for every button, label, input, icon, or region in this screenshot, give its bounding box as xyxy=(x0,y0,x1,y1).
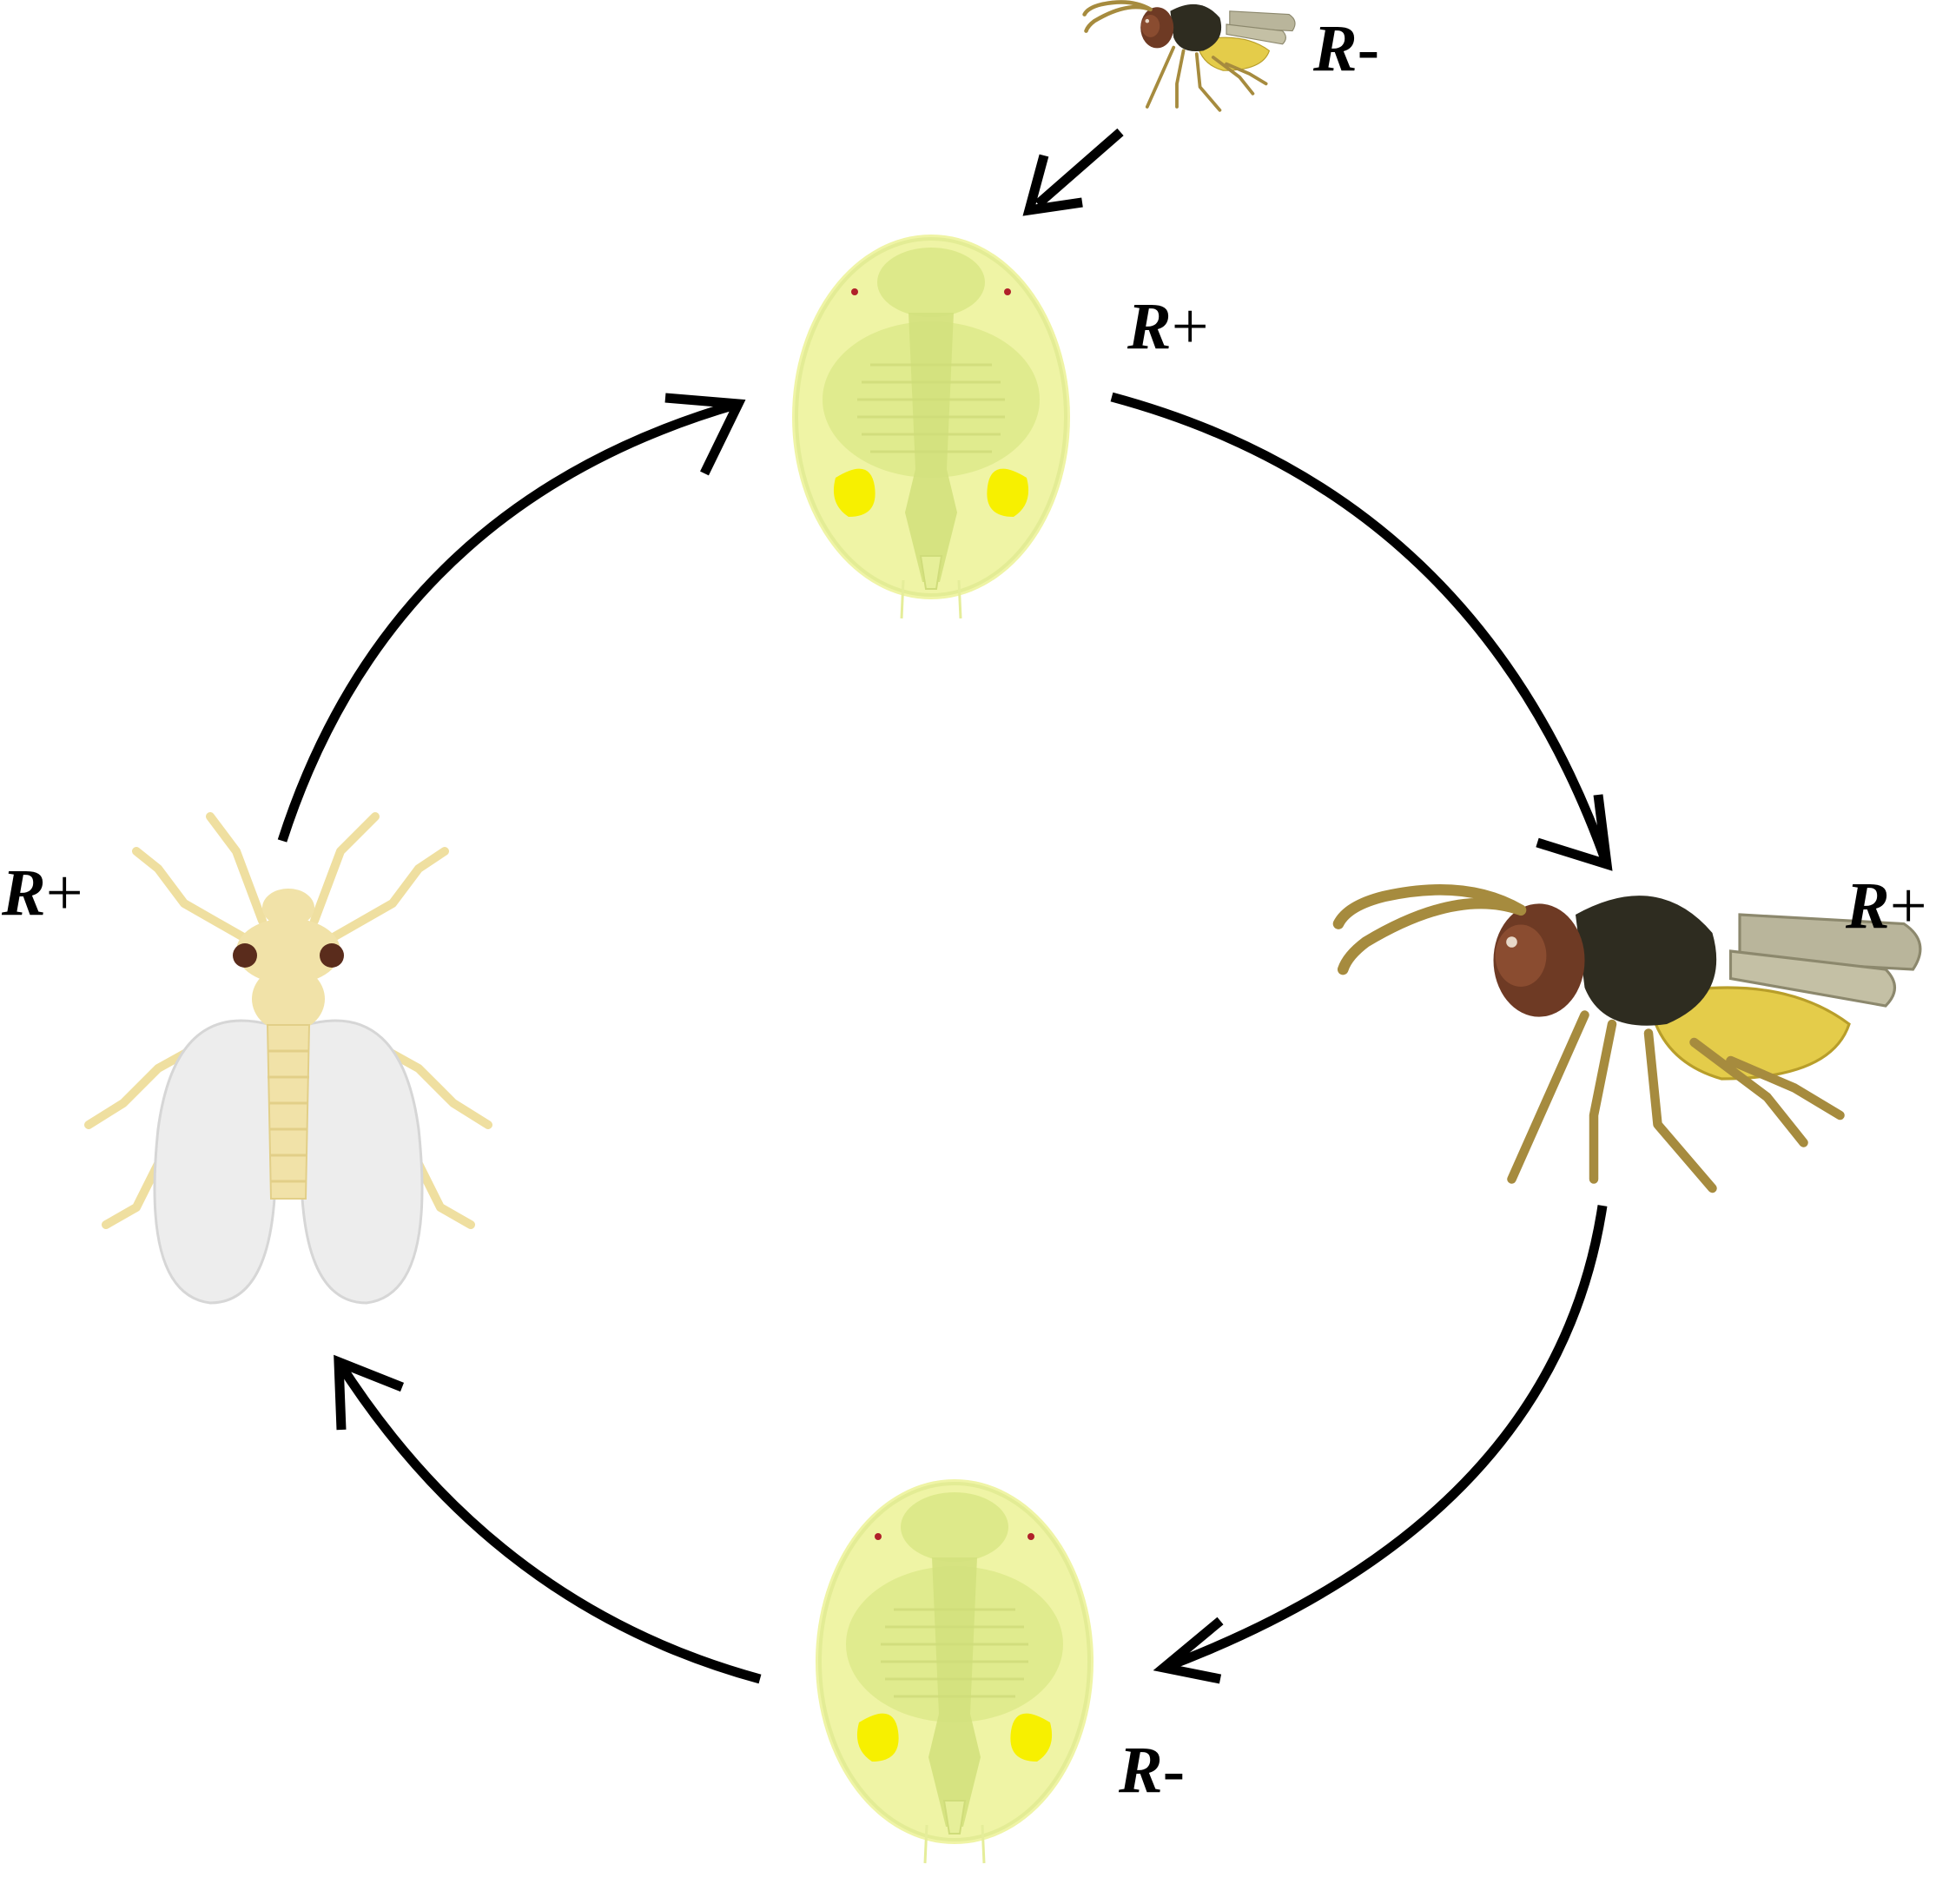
arrow-top-nymph-to-wasp xyxy=(1110,392,1612,866)
arrow-whitefly-to-top-nymph-head xyxy=(664,393,746,476)
wasp-small xyxy=(1085,2,1295,109)
label-top-nymph: R+ xyxy=(1127,290,1209,363)
arrow-small-wasp-to-top-nymph xyxy=(1034,128,1124,208)
arrow-whitefly-to-top-nymph xyxy=(277,399,740,843)
arrow-top-nymph-to-wasp-head xyxy=(1536,794,1613,871)
label-large-wasp: R+ xyxy=(1846,869,1927,942)
arrow-bottom-nymph-to-whitefly xyxy=(334,1359,762,1684)
arrow-bottom-nymph-to-whitefly-head xyxy=(334,1354,405,1431)
label-bottom-nymph: R- xyxy=(1119,1734,1186,1807)
whitefly-adult xyxy=(84,812,492,1305)
label-small-wasp: R- xyxy=(1313,12,1380,85)
arrows xyxy=(277,128,1613,1684)
nymph-top xyxy=(790,233,1072,620)
nymph-bottom xyxy=(814,1478,1095,1865)
arrow-small-wasp-to-top-nymph-head xyxy=(1022,154,1083,216)
wasp-large xyxy=(1338,889,1920,1188)
arrow-wasp-to-bottom-nymph-head xyxy=(1153,1616,1224,1684)
label-whitefly: R+ xyxy=(2,856,83,929)
arrow-wasp-to-bottom-nymph xyxy=(1162,1205,1608,1673)
